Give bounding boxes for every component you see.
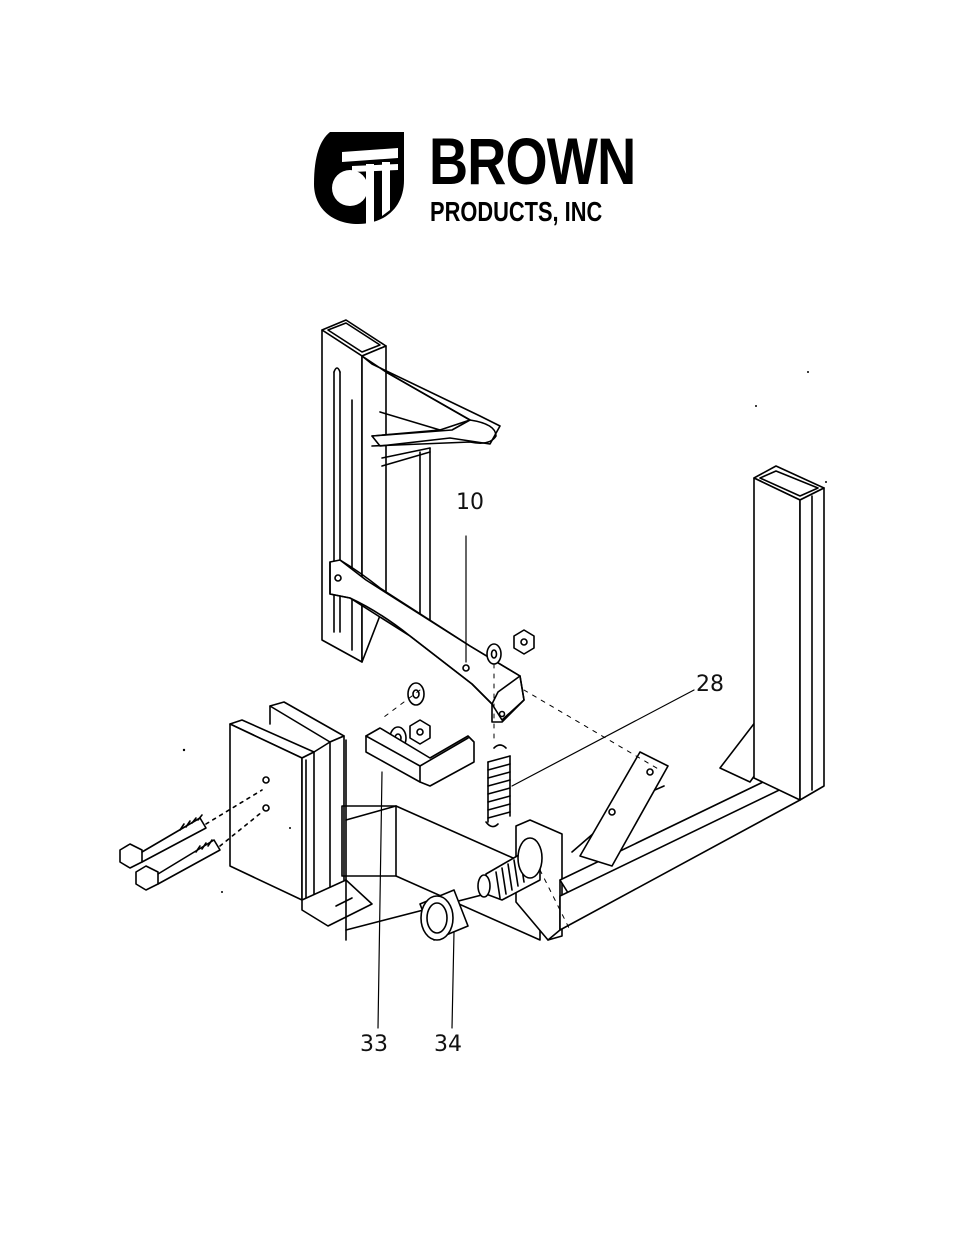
spring-part-28 [486,745,510,827]
leader-34 [452,932,454,1028]
mounting-plate [230,702,372,926]
callout-28: 28 [696,674,724,696]
leader-28 [512,690,694,786]
callout-34: 34 [434,1034,462,1056]
stud-and-bushing-part-34 [420,838,542,940]
right-upright-post [754,466,824,800]
callout-10: 10 [456,492,484,514]
callout-33: 33 [360,1034,388,1056]
